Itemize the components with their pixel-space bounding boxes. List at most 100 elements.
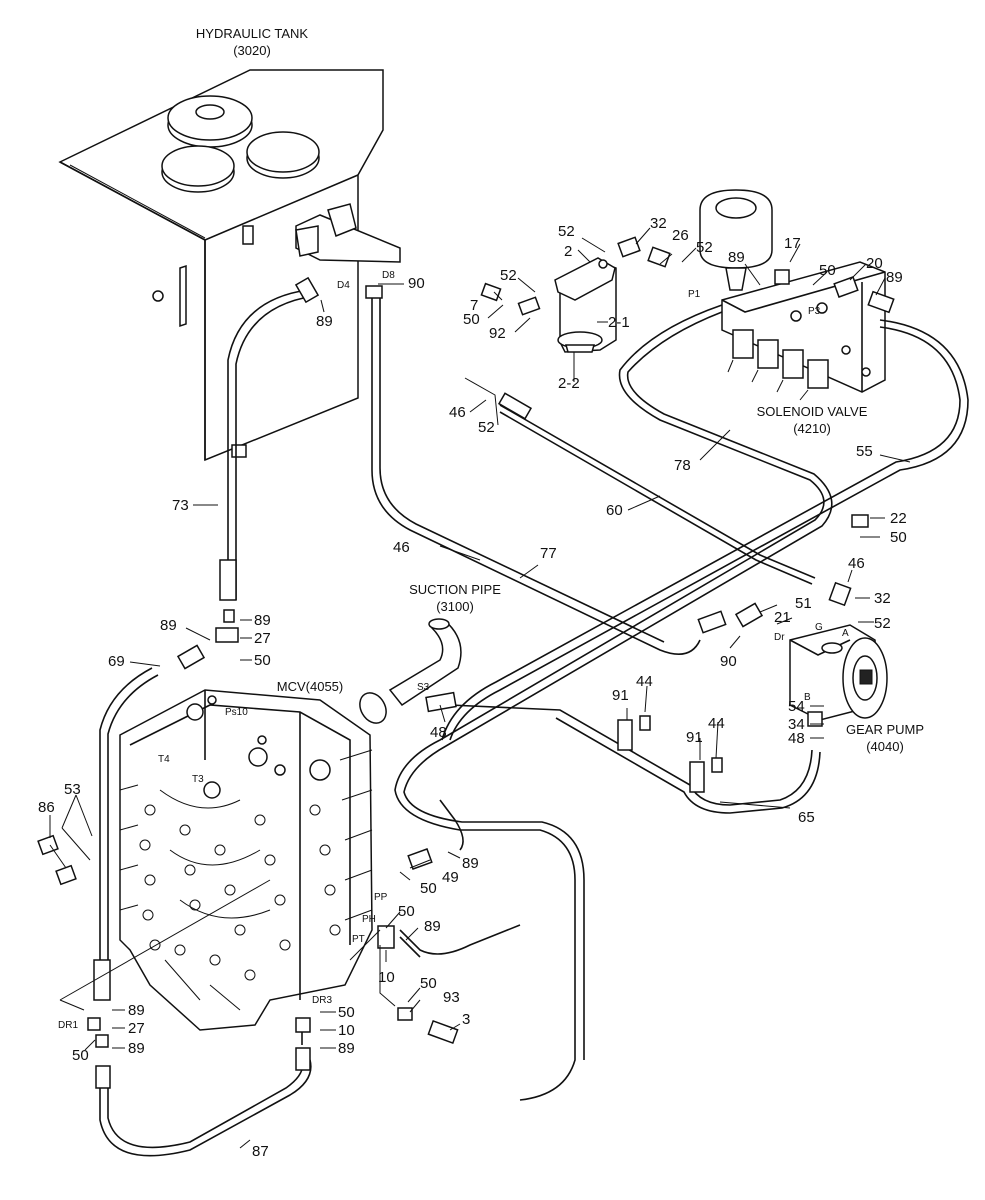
port-d8: D8 <box>382 270 395 281</box>
suction-pipe-code: (3100) <box>436 599 474 614</box>
callout: 60 <box>606 502 623 519</box>
port-a: A <box>842 628 849 639</box>
callout: 89 <box>886 269 903 286</box>
mcv-block: Ps10 T4 T3 PP PH PT DR3 DR1 <box>58 689 388 1031</box>
callout: 26 <box>672 227 689 244</box>
callout: 50 <box>819 262 836 279</box>
callout: 2 <box>564 243 572 260</box>
callout: 27 <box>128 1020 145 1037</box>
leader-lines <box>49 227 911 1149</box>
callout: 52 <box>696 239 713 256</box>
callout: 52 <box>500 267 517 284</box>
callout: 48 <box>430 724 447 741</box>
callout: 7 <box>470 297 478 314</box>
callouts: 90 89 2 52 32 26 52 89 17 50 20 89 52 7 … <box>38 215 907 1160</box>
port-s3: S3 <box>417 682 430 693</box>
callout: 2-1 <box>608 314 630 331</box>
callout: 27 <box>254 630 271 647</box>
callout: 77 <box>540 545 557 562</box>
callout: 55 <box>856 443 873 460</box>
suction-pipe-name: SUCTION PIPE <box>409 582 501 597</box>
callout: 90 <box>720 653 737 670</box>
callout: 86 <box>38 799 55 816</box>
callout: 17 <box>784 235 801 252</box>
callout: 89 <box>254 612 271 629</box>
callout: 89 <box>338 1040 355 1057</box>
callout: 89 <box>128 1002 145 1019</box>
callout: 52 <box>558 223 575 240</box>
callout: 32 <box>874 590 891 607</box>
solenoid-valve-code: (4210) <box>793 421 831 436</box>
callout: 2-2 <box>558 375 580 392</box>
port-t3: T3 <box>192 774 204 785</box>
callout: 46 <box>393 539 410 556</box>
port-pt: PT <box>352 934 365 945</box>
callout: 50 <box>398 903 415 920</box>
callout: 89 <box>316 313 333 330</box>
callout: 20 <box>866 255 883 272</box>
suction-pipe: S3 <box>359 618 462 724</box>
callout: 90 <box>408 275 425 292</box>
port-pp: PP <box>374 892 388 903</box>
hydraulic-tank: D8 D4 <box>58 69 401 462</box>
port-ph: PH <box>362 914 376 925</box>
callout: 73 <box>172 497 189 514</box>
port-ps10: Ps10 <box>225 707 248 718</box>
callout: 89 <box>728 249 745 266</box>
callout: 89 <box>462 855 479 872</box>
solenoid-valve-block: P1 P3 <box>688 189 886 401</box>
callout: 44 <box>636 673 653 690</box>
callout: 91 <box>612 687 629 704</box>
port-dr3: DR3 <box>312 995 332 1006</box>
callout: 50 <box>420 880 437 897</box>
callout: 50 <box>254 652 271 669</box>
port-d4: D4 <box>337 280 350 291</box>
callout: 51 <box>795 595 812 612</box>
fittings <box>37 236 895 1089</box>
port-b: B <box>804 692 811 703</box>
callout: 91 <box>686 729 703 746</box>
callout: 34 <box>788 716 805 733</box>
mcv-name: MCV(4055) <box>277 679 343 694</box>
callout: 78 <box>674 457 691 474</box>
callout: 49 <box>442 869 459 886</box>
callout: 21 <box>774 609 791 626</box>
callout: 50 <box>890 529 907 546</box>
port-dr1: DR1 <box>58 1020 78 1031</box>
callout: 54 <box>788 698 805 715</box>
callout: 10 <box>378 969 395 986</box>
callout: 48 <box>788 730 805 747</box>
port-p3: P3 <box>808 306 821 317</box>
callout: 3 <box>462 1011 470 1028</box>
callout: 89 <box>424 918 441 935</box>
callout: 52 <box>874 615 891 632</box>
callout: 87 <box>252 1143 269 1160</box>
callout: 32 <box>650 215 667 232</box>
hydraulic-tank-name: HYDRAULIC TANK <box>196 26 309 41</box>
callout: 65 <box>798 809 815 826</box>
hydraulic-tank-code: (3020) <box>233 43 271 58</box>
port-p1: P1 <box>688 289 701 300</box>
callout: 50 <box>338 1004 355 1021</box>
callout: 89 <box>128 1040 145 1057</box>
callout: 92 <box>489 325 506 342</box>
filter-assembly <box>554 257 617 353</box>
callout: 89 <box>160 617 177 634</box>
gear-pump-name: GEAR PUMP <box>846 722 924 737</box>
callout: 69 <box>108 653 125 670</box>
callout: 10 <box>338 1022 355 1039</box>
callout: 53 <box>64 781 81 798</box>
callout: 93 <box>443 989 460 1006</box>
callout: 50 <box>72 1047 89 1064</box>
solenoid-valve-name: SOLENOID VALVE <box>757 404 868 419</box>
callout: 50 <box>420 975 437 992</box>
gear-pump-code: (4040) <box>866 739 904 754</box>
callout: 46 <box>449 404 466 421</box>
callout: 52 <box>478 419 495 436</box>
callout: 44 <box>708 715 725 732</box>
port-dr: Dr <box>774 632 785 643</box>
callout: 50 <box>463 311 480 328</box>
gear-pump: Dr G A B <box>774 622 888 721</box>
port-t4: T4 <box>158 754 170 765</box>
